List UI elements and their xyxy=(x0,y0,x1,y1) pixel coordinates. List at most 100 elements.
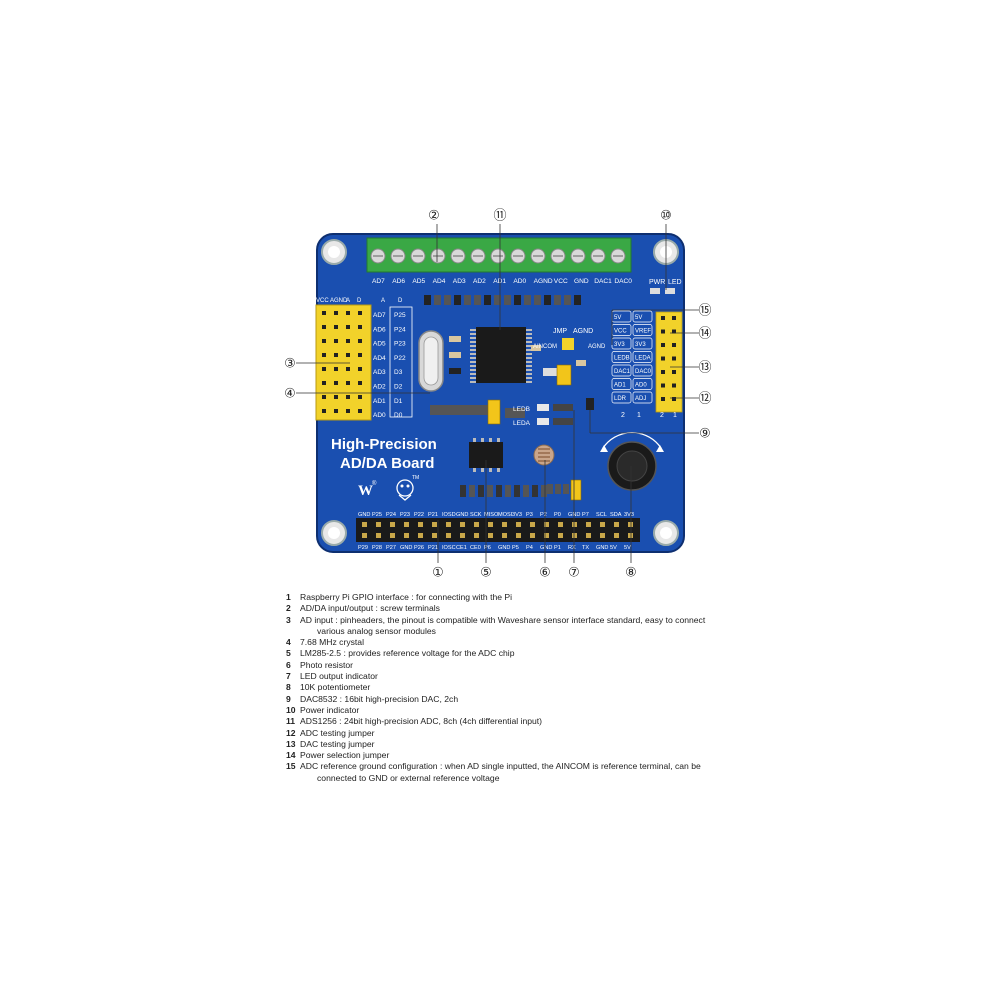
jumper-label-box xyxy=(611,378,632,390)
callout-number: ⑮ xyxy=(698,304,711,319)
legend-text-main: Power indicator xyxy=(300,704,360,715)
legend-number: 3 xyxy=(286,614,291,625)
header-pin xyxy=(346,325,350,329)
header-pin xyxy=(358,367,362,371)
gpio-pin xyxy=(488,533,493,538)
chip-pin xyxy=(526,341,532,343)
callout-number: ⑤ xyxy=(480,566,492,581)
gpio-bottom-label: TX xyxy=(582,545,589,551)
legend-text: AD/DA input/output : screw terminals xyxy=(300,603,726,614)
gpio-pin xyxy=(558,522,563,527)
gpio-top-label: 3V3 xyxy=(512,512,522,518)
jumper-pin xyxy=(661,370,665,374)
jumper-col-num-2: 2 xyxy=(621,412,625,419)
pwr-label: PWR xyxy=(649,279,665,286)
left-p-label: P24 xyxy=(394,326,406,333)
jumper-col-num-1b: 1 xyxy=(673,412,677,419)
terminal-label: VCC xyxy=(554,278,568,285)
jumper-pin xyxy=(672,397,676,401)
header-pin xyxy=(358,339,362,343)
jumper-label: LEDB xyxy=(614,356,630,362)
jumper-label-box xyxy=(632,310,653,323)
terminal-label: AD5 xyxy=(412,278,425,285)
smd-resistor xyxy=(494,295,501,305)
smd-resistor xyxy=(504,295,511,305)
legend-text: Power indicator xyxy=(300,705,726,716)
chip-pin xyxy=(470,341,476,343)
jumper-label-box xyxy=(611,391,632,404)
gpio-pin xyxy=(418,522,423,527)
jumper-label: VCC xyxy=(614,329,627,335)
header-pin xyxy=(322,395,326,399)
jumper-col-num-2b: 2 xyxy=(660,412,664,419)
jumper-label: LEDA xyxy=(635,356,651,362)
legend-text-main: 10K potentiometer xyxy=(300,682,371,693)
smd-resistor xyxy=(434,295,441,305)
legend-text-main: Photo resistor xyxy=(300,659,354,670)
led-resistor-b xyxy=(553,404,573,411)
legend-text-main: LED output indicator xyxy=(300,671,378,682)
left-header-top-label: D xyxy=(357,298,362,304)
gpio-top-label: SDA xyxy=(610,512,622,518)
chip-pin xyxy=(526,369,532,371)
chip-pin xyxy=(470,365,476,367)
smd-resistor-row xyxy=(424,295,581,305)
jumper-pin xyxy=(661,343,665,347)
header-pin xyxy=(334,381,338,385)
smd-resistor xyxy=(534,295,541,305)
gpio-bottom-label: CE0 xyxy=(470,545,481,551)
gpio-pin xyxy=(586,533,591,538)
legend-text-main: AD input : pinheaders, the pinout is com… xyxy=(300,614,706,625)
jumper-pin xyxy=(661,329,665,334)
jumper-label: DAC0 xyxy=(635,369,652,375)
smd-resistor xyxy=(478,485,484,497)
left-ad-label: AD2 xyxy=(373,384,386,391)
chip-pin xyxy=(473,468,476,472)
gpio-pin xyxy=(558,533,563,538)
legend-text: LM285-2.5 : provides reference voltage f… xyxy=(300,648,726,659)
left-header-top-label: A xyxy=(381,298,385,304)
gpio-pin xyxy=(404,522,409,527)
smd-resistor xyxy=(514,485,520,497)
header-pin xyxy=(334,339,338,343)
legend-text-main: Raspberry Pi GPIO interface : for connec… xyxy=(300,592,513,602)
screw-terminal xyxy=(530,248,546,264)
gpio-top-label: P22 xyxy=(414,512,424,518)
gpio-bottom-label: GND xyxy=(596,545,608,551)
gpio-bottom-label: P1 xyxy=(554,545,561,551)
callout-number: ⑫ xyxy=(698,392,711,407)
potentiometer xyxy=(600,431,664,491)
jumper-label: AD1 xyxy=(614,383,626,389)
callout-marker-bg xyxy=(568,566,580,578)
gpio-bottom-label: IOSC xyxy=(442,545,456,551)
board-title-line1: High-Precision xyxy=(331,436,437,453)
chip-pin xyxy=(526,349,532,351)
leda xyxy=(537,418,549,425)
callout-number: ⑦ xyxy=(568,566,580,581)
callout-marker-bg xyxy=(699,327,711,339)
header-pin xyxy=(358,409,362,413)
legend-text: 10K potentiometer xyxy=(300,682,726,693)
gpio-pin xyxy=(600,533,605,538)
chip-pin xyxy=(470,349,476,351)
screw-terminal xyxy=(510,248,526,264)
callout-number: ② xyxy=(428,209,440,224)
gpio-bottom-label: P26 xyxy=(414,545,424,551)
gpio-pin xyxy=(530,533,535,538)
left-p-label: D2 xyxy=(394,384,403,391)
smd-resistor xyxy=(505,485,511,497)
legend-text: AD input : pinheaders, the pinout is com… xyxy=(300,615,726,638)
gpio-pin xyxy=(544,533,549,538)
gpio-pin xyxy=(446,533,451,538)
screw-terminal-block xyxy=(366,237,632,273)
aincom-label: AINCOM xyxy=(533,344,557,350)
chip-pin xyxy=(526,373,532,375)
callout-marker-bg xyxy=(699,361,711,373)
